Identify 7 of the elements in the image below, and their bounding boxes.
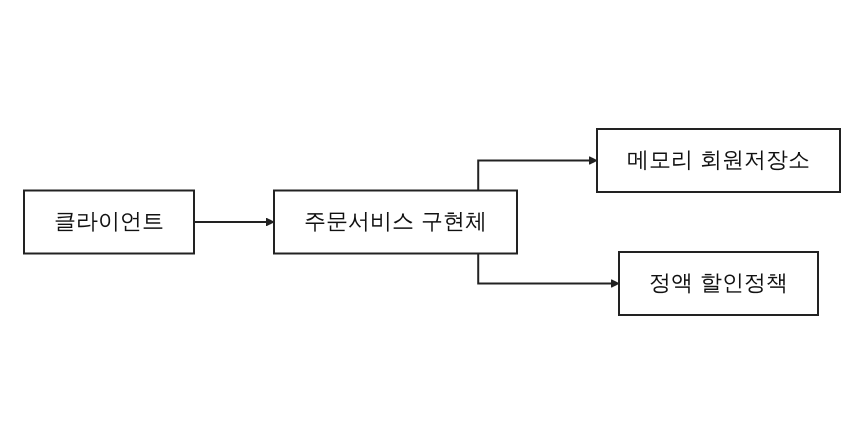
node-box: 정액 할인정책 [618,250,818,316]
node-box: 주문서비스 구현체 [272,189,518,254]
node-box: 메모리 회원저장소 [596,128,840,192]
arrow [192,217,274,226]
node-box: 클라이언트 [22,189,194,254]
arrow [476,253,619,288]
arrow [476,156,597,190]
